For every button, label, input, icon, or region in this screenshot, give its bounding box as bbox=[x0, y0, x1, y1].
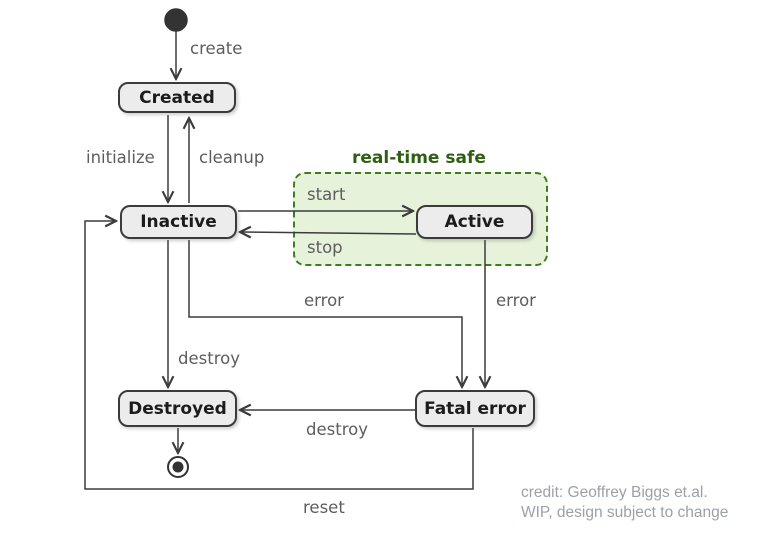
state-active: Active bbox=[416, 205, 533, 239]
state-fatal-error: Fatal error bbox=[415, 390, 535, 427]
state-destroyed: Destroyed bbox=[118, 390, 237, 427]
transition-label-start: start bbox=[307, 185, 346, 204]
transition-label-cleanup: cleanup bbox=[199, 148, 265, 167]
edge-reset bbox=[84, 221, 474, 490]
edge-error-from-inactive bbox=[188, 240, 462, 387]
transition-label-initialize: initialize bbox=[86, 148, 155, 167]
transition-label-stop: stop bbox=[307, 238, 343, 257]
transition-label-error-from-active: error bbox=[496, 291, 536, 310]
transition-label-destroy-from-inactive: destroy bbox=[178, 349, 240, 368]
credit-line-2: WIP, design subject to change bbox=[521, 504, 729, 521]
edge-stop bbox=[240, 232, 417, 234]
state-created-label: Created bbox=[139, 87, 215, 108]
credit-note: credit: Geoffrey Biggs et.al. WIP, desig… bbox=[521, 483, 728, 523]
transition-label-destroy-from-fatal: destroy bbox=[306, 420, 368, 439]
state-destroyed-label: Destroyed bbox=[128, 398, 227, 419]
final-state-node-dot bbox=[172, 461, 184, 473]
realtime-safe-region-label: real-time safe bbox=[352, 148, 486, 168]
state-inactive: Inactive bbox=[120, 205, 237, 239]
initial-state-node bbox=[164, 8, 188, 32]
state-fatal-error-label: Fatal error bbox=[424, 398, 526, 419]
state-active-label: Active bbox=[444, 212, 505, 232]
credit-line-1: credit: Geoffrey Biggs et.al. bbox=[521, 484, 708, 501]
transition-label-create: create bbox=[190, 39, 243, 58]
state-inactive-label: Inactive bbox=[140, 212, 217, 232]
transition-label-reset: reset bbox=[303, 498, 345, 517]
transition-label-error-from-inactive: error bbox=[304, 291, 344, 310]
state-created: Created bbox=[118, 82, 236, 113]
